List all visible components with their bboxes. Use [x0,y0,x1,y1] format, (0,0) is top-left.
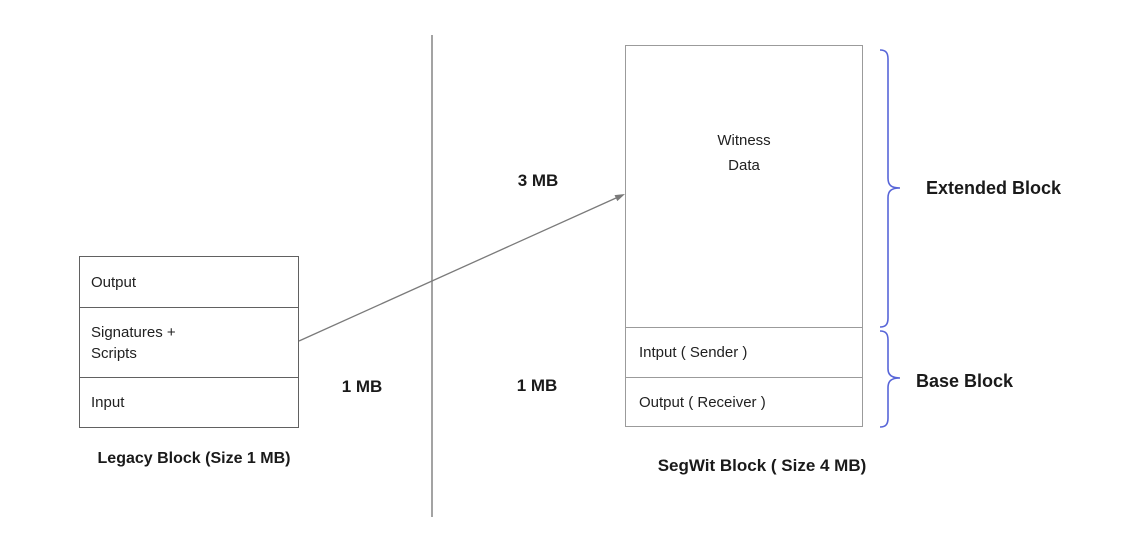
base-block-brace [879,330,901,428]
segwit-block-caption: SegWit Block ( Size 4 MB) [657,456,867,475]
extended-block-brace [879,49,901,328]
legacy-block: Output Signatures + Scripts Input [79,256,299,428]
legacy-section-output: Output [91,273,137,291]
segwit-section-witness-data: Witness Data [717,132,771,174]
segwit-section-output-receiver: Output ( Receiver ) [626,377,862,426]
segwit-base-size-label: 1 MB [516,376,558,395]
extended-block-label: Extended Block [926,178,1062,198]
legacy-block-caption: Legacy Block (Size 1 MB) [97,450,291,467]
legacy-size-label: 1 MB [341,377,383,396]
segwit-block: Witness Data Intput ( Sender ) Output ( … [625,45,863,427]
witness-size-label: 3 MB [517,171,559,190]
signatures-to-witness-arrow [298,194,625,342]
base-block-label: Base Block [916,371,1014,391]
segwit-section-input-sender: Intput ( Sender ) [626,327,862,377]
legacy-section-signatures-scripts: Signatures + Scripts [80,307,298,377]
legacy-section-input: Input [80,377,298,427]
center-divider-line [431,35,433,517]
